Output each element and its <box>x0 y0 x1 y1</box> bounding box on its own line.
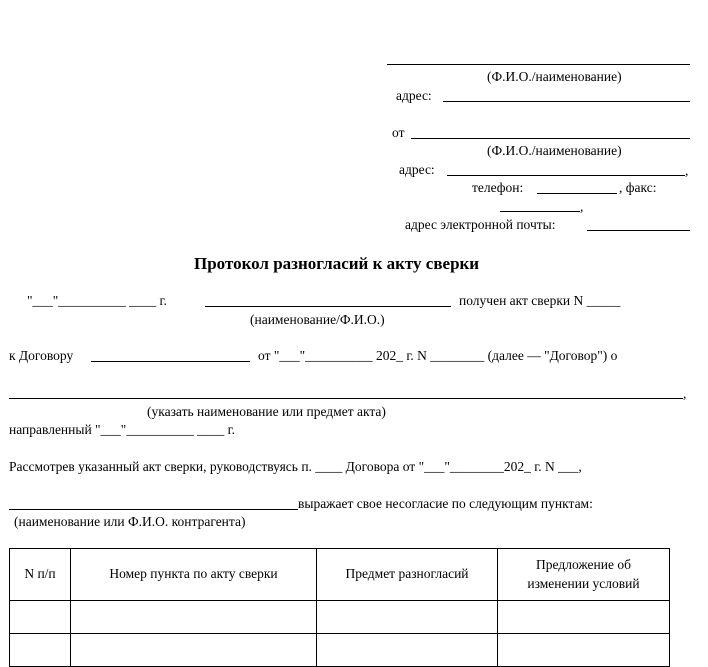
sender-fax-comma: , <box>580 199 584 214</box>
table-cell <box>9 600 71 634</box>
table-header-row: N п/п Номер пункта по акту сверки Предме… <box>9 548 670 601</box>
disagreement-statement: выражает свое несогласие по следующим пу… <box>298 496 593 511</box>
document-title: Протокол разногласий к акту сверки <box>194 254 480 273</box>
table-cell <box>70 600 317 634</box>
disagreement-table: N п/п Номер пункта по акту сверки Предме… <box>9 548 670 667</box>
sent-date-line: направленный "___"__________ ____ г. <box>9 422 235 437</box>
table-cell <box>70 633 317 667</box>
sender-name-line <box>411 138 690 139</box>
table-cell <box>9 633 71 667</box>
table-cell <box>497 600 670 634</box>
table-cell <box>316 600 498 634</box>
column-header-act-item: Номер пункта по акту сверки <box>70 548 317 601</box>
sender-fax-line <box>500 211 580 212</box>
contract-date-line: от "___"__________ 202_ г. N ________ (д… <box>258 348 618 363</box>
contract-name-line <box>91 361 250 362</box>
receipt-statement: получен акт сверки N _____ <box>459 293 621 308</box>
sender-from-label: от <box>392 125 405 140</box>
table-row <box>9 633 670 667</box>
column-header-proposal: Предложение об изменении условий <box>497 548 670 601</box>
sender-address-label: адрес: <box>399 162 435 177</box>
act-subject-caption: (указать наименование или предмет акта) <box>147 404 386 419</box>
counterparty-caption: (наименование или Ф.И.О. контрагента) <box>14 514 246 529</box>
table-cell <box>316 633 498 667</box>
contract-prefix: к Договору <box>9 348 74 363</box>
addressee-name-caption: (Ф.И.О./наименование) <box>487 69 622 84</box>
sender-phone-line <box>537 193 617 194</box>
sender-name-caption: (Ф.И.О./наименование) <box>487 143 622 158</box>
column-header-subject: Предмет разногласий <box>316 548 498 601</box>
act-subject-comma: , <box>683 386 687 401</box>
sender-email-label: адрес электронной почты: <box>405 217 556 232</box>
receiver-name-caption: (наименование/Ф.И.О.) <box>250 312 385 327</box>
sender-fax-label: , факс: <box>619 180 657 195</box>
sender-phone-label: телефон: <box>472 180 524 195</box>
addressee-address-line <box>443 101 690 102</box>
review-statement: Рассмотрев указанный акт сверки, руковод… <box>9 459 582 474</box>
table-row <box>9 600 670 634</box>
receiver-name-line <box>205 306 451 307</box>
sender-email-line <box>587 230 690 231</box>
table-cell <box>497 633 670 667</box>
sender-address-line <box>447 175 685 176</box>
counterparty-name-line <box>9 509 298 510</box>
receipt-date: "___"__________ ____ г. <box>27 293 167 308</box>
sender-address-comma: , <box>685 163 689 178</box>
column-header-number: N п/п <box>9 548 71 601</box>
act-subject-line <box>9 398 683 399</box>
addressee-name-line <box>387 64 690 65</box>
addressee-address-label: адрес: <box>396 88 432 103</box>
